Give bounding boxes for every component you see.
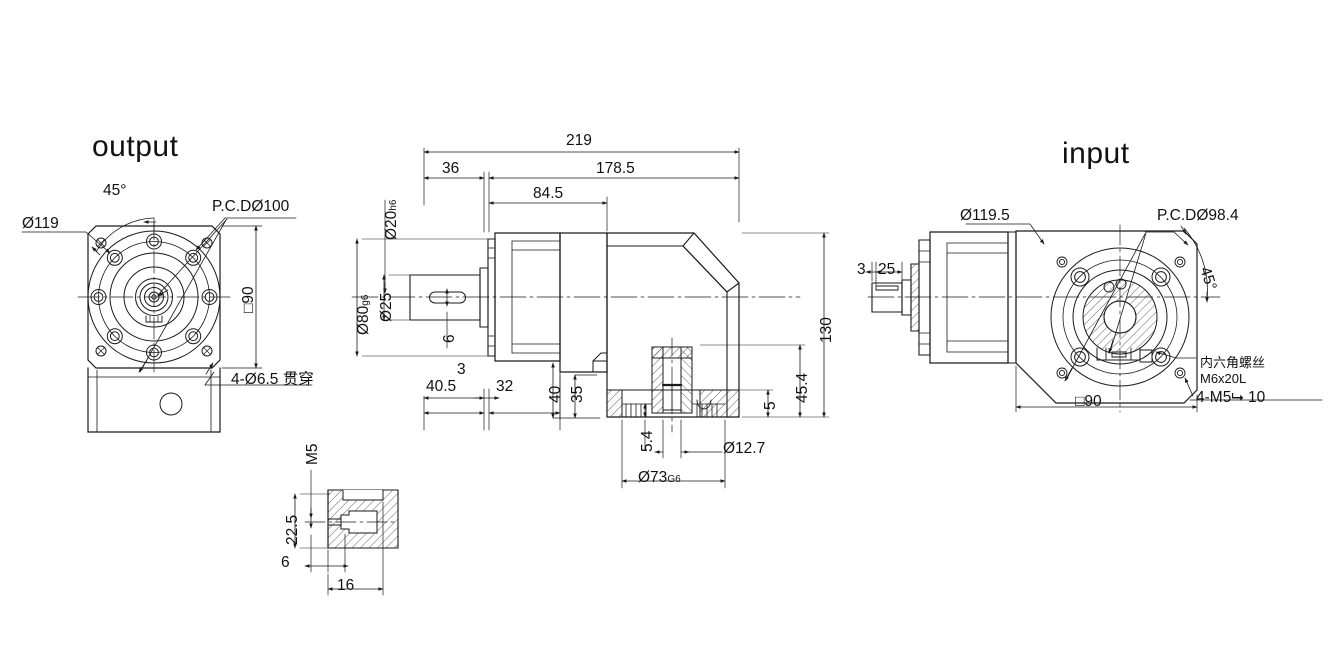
dim-flange-dia: Ø80g6 [355,294,372,335]
output-angle-label: 45° [103,182,127,199]
detail-view-geometry [293,469,399,596]
output-pcd-label: P.C.DØ100 [212,198,290,215]
input-dim-25: 25 [878,261,896,278]
pilot-tolerance: G6 [667,474,681,485]
hex-screw-note-size: M6x20L [1200,371,1247,386]
detail-6-label: 6 [281,554,290,571]
dim-130: 130 [818,317,835,343]
output-title: output [92,130,179,163]
dim-5-4: 5.4 [639,430,656,452]
input-view-geometry [865,223,1323,413]
hex-screw-note-cn: 内六角螺丝 [1200,355,1266,370]
detail-thread-label: M5 [304,443,321,465]
dim-40: 40 [547,385,564,403]
dim-3: 3 [457,361,466,378]
output-face-geometry [21,217,313,433]
dim-178-5: 178.5 [596,160,635,177]
output-holes-label: 4-Ø6.5 贯穿 [231,371,314,388]
input-od-label: Ø119.5 [960,207,1010,224]
shaft-tolerance: h6 [388,199,399,211]
dim-45-4: 45.4 [794,372,811,403]
output-square-label: □90 [240,286,257,313]
detail-16-label: 16 [337,577,355,594]
input-square-label: □90 [1075,393,1102,410]
section-view-geometry [351,147,830,489]
dim-5: 5 [762,401,779,410]
dim-shaft-dia: Ø20h6 [383,199,400,240]
dim-key-width: 6 [441,334,458,343]
dim-total-length: 219 [566,132,592,149]
dim-36: 36 [442,160,460,177]
flange-tolerance: g6 [360,294,371,306]
input-pcd-label: P.C.DØ98.4 [1157,207,1239,224]
dim-pilot-dia: Ø73G6 [638,469,681,486]
detail-22-5-label: 22.5 [284,514,301,545]
tapped-hole-note: 4-M5⮡ 10 [1196,389,1266,406]
output-od-label: Ø119 [22,215,59,232]
dim-32: 32 [496,378,514,395]
dim-84-5: 84.5 [533,185,564,202]
dim-35: 35 [569,385,586,403]
dim-key-dia: Ø25 [378,292,395,322]
dim-40-5: 40.5 [426,378,457,395]
input-title: input [1062,137,1130,170]
input-dim-3: 3 [857,261,866,278]
dim-bore-12-7: Ø12.7 [723,440,766,457]
